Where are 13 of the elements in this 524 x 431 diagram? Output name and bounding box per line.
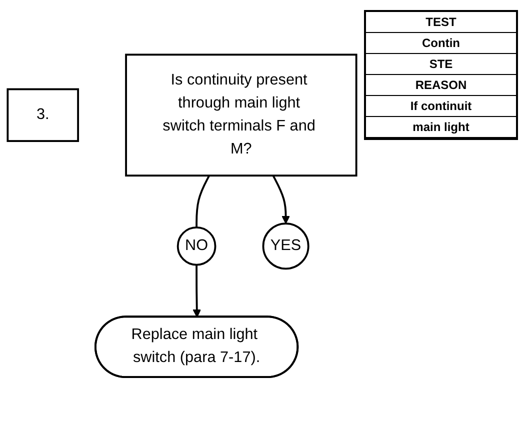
table-cell: If continuit: [366, 96, 516, 117]
node-box: Is continuity present through main light switch terminals F and M?: [125, 53, 358, 176]
node-box: 3.: [6, 88, 80, 142]
table-cell: STE: [366, 54, 516, 75]
node-circle: YES: [262, 222, 310, 270]
arrow: [272, 174, 290, 224]
table-cell: Contin: [366, 33, 516, 54]
table-cell: REASON: [366, 75, 516, 96]
table-cell: main light: [366, 117, 516, 138]
table-cell: TEST: [366, 12, 516, 33]
node-circle: NO: [176, 226, 216, 266]
arrow: [192, 264, 202, 318]
connector: [196, 174, 210, 227]
